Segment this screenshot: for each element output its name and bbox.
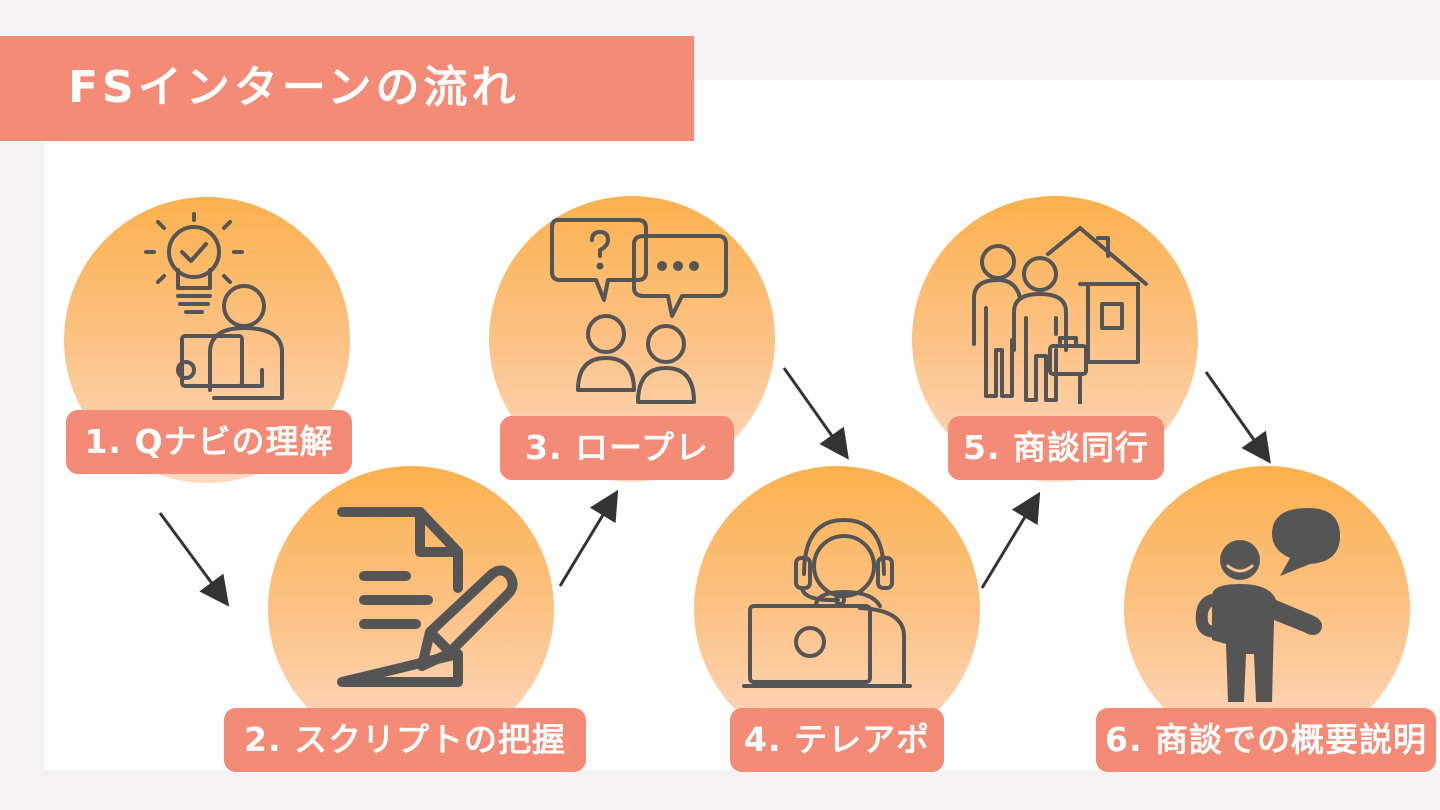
arrow-step-5-to-6 (1204, 371, 1271, 464)
arrow-step-2-to-3 (558, 489, 619, 587)
page-title: FSインターンの流れ (68, 62, 520, 113)
step-4-label: 4. テレアポ (730, 708, 944, 772)
arrow-step-1-to-2 (158, 512, 230, 607)
arrow-step-4-to-5 (980, 491, 1041, 589)
step-6-label: 6. 商談での概要説明 (1096, 708, 1436, 772)
document-pencil-icon (332, 504, 522, 694)
step-4-circle (694, 466, 980, 752)
family-house-briefcase-icon (968, 224, 1158, 404)
title-banner (0, 36, 694, 141)
headset-operator-laptop-icon (740, 494, 920, 694)
step-5-label: 5. 商談同行 (948, 416, 1164, 480)
step-1-label: 1. Qナビの理解 (66, 410, 352, 474)
step-2-label: 2. スクリプトの把握 (224, 708, 586, 772)
person-speaking-icon (1184, 504, 1354, 708)
two-people-speech-bubbles-icon (548, 214, 728, 410)
arrow-step-3-to-4 (782, 367, 849, 460)
lightbulb-person-tablet-icon (132, 210, 302, 410)
step-3-label: 3. ロープレ (500, 416, 734, 480)
